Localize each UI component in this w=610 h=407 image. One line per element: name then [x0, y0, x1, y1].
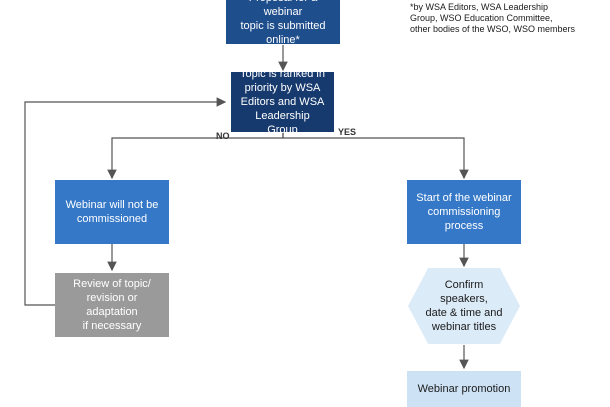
node-review-line2: revision or adaptation — [86, 292, 138, 318]
node-confirm: Confirm speakers, date & time and webina… — [408, 268, 520, 344]
node-promotion-line1: Webinar promotion — [417, 383, 511, 395]
node-proposal: Proposal for a webinar topic is submitte… — [226, 0, 340, 46]
connector-ranked-to-not-commissioned — [107, 132, 284, 180]
node-proposal-line2: topic is submitted — [240, 20, 326, 32]
node-ranked-line4: Leadership Group — [255, 110, 310, 136]
node-ranked-line2: priority by WSA — [244, 82, 321, 94]
node-review-line3: if necessary — [82, 320, 142, 332]
node-not-commissioned: Webinar will not be commissioned — [55, 180, 169, 244]
footnote: *by WSA Editors, WSA Leadership Group, W… — [410, 2, 605, 35]
node-proposal-line1: Proposal for a webinar — [249, 0, 317, 18]
connector-review-loop-to-ranked — [24, 97, 227, 306]
node-ranked-line3: Editors and WSA — [240, 96, 325, 108]
node-confirm-line4: webinar titles — [431, 321, 497, 333]
node-review: Review of topic/ revision or adaptation … — [55, 273, 169, 337]
node-start-line3: process — [444, 220, 484, 232]
connector-ranked-to-start — [282, 132, 469, 180]
node-confirm-line1: Confirm — [444, 279, 484, 291]
node-confirm-line3: date & time and — [425, 307, 503, 319]
node-start-line2: commissioning — [427, 206, 501, 218]
node-not-commissioned-line2: commissioned — [76, 213, 148, 225]
node-confirm-line2: speakers, — [440, 293, 488, 305]
footnote-line1: *by WSA Editors, WSA Leadership — [410, 2, 549, 12]
node-proposal-line3: online* — [266, 34, 300, 46]
node-review-line1: Review of topic/ — [73, 278, 151, 290]
label-yes: YES — [338, 127, 357, 137]
label-no: NO — [216, 131, 230, 141]
node-ranked-line1: Topic is ranked in — [240, 68, 325, 80]
node-ranked: Topic is ranked in priority by WSA Edito… — [231, 68, 334, 136]
footnote-line2: Group, WSO Education Committee, — [410, 13, 553, 23]
node-promotion: Webinar promotion — [407, 371, 521, 407]
node-not-commissioned-line1: Webinar will not be — [65, 199, 159, 211]
footnote-line3: other bodies of the WSO, WSO members — [410, 24, 576, 34]
node-start-line1: Start of the webinar — [416, 192, 512, 204]
node-start: Start of the webinar commissioning proce… — [407, 180, 521, 244]
